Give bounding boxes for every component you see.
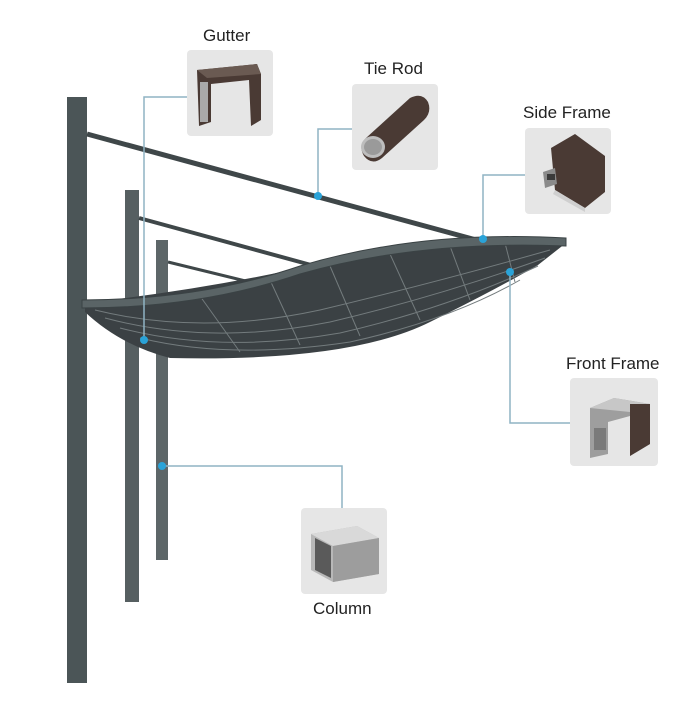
main-column <box>67 97 87 683</box>
leader-column <box>162 465 343 508</box>
gutter-profile-icon <box>197 64 261 126</box>
label-side-frame: Side Frame <box>523 103 611 122</box>
tie-rod-thumbnail <box>352 84 438 170</box>
leader-front-frame <box>509 272 570 424</box>
leader-dots <box>140 192 514 470</box>
roof-panel <box>85 242 566 359</box>
label-front-frame: Front Frame <box>566 354 660 373</box>
column-thumbnail <box>301 508 387 594</box>
front-frame-beam <box>81 236 567 309</box>
dot-tie-rod <box>314 192 322 200</box>
tie-rod-middle <box>138 216 323 270</box>
dot-column <box>158 462 166 470</box>
leader-side-frame <box>482 174 525 239</box>
gutter-thumbnail <box>187 50 273 136</box>
column-profile-icon <box>311 526 379 582</box>
middle-column <box>125 190 139 602</box>
leader-gutter <box>143 96 187 340</box>
tie-rod-top <box>86 131 481 244</box>
leader-lines <box>143 96 570 508</box>
dot-front-frame <box>506 268 514 276</box>
dot-gutter <box>140 336 148 344</box>
side-frame-profile-icon <box>543 134 605 212</box>
roof-ribs <box>94 242 551 353</box>
front-frame-thumbnail <box>570 378 658 466</box>
label-gutter: Gutter <box>203 26 251 45</box>
label-column: Column <box>313 599 372 618</box>
label-tie-rod: Tie Rod <box>364 59 423 78</box>
front-frame-profile-icon <box>590 398 650 458</box>
side-frame-thumbnail <box>525 128 611 214</box>
tie-rod-profile-icon <box>361 95 430 162</box>
leader-tie-rod <box>317 128 352 196</box>
dot-side-frame <box>479 235 487 243</box>
front-column <box>156 240 168 560</box>
